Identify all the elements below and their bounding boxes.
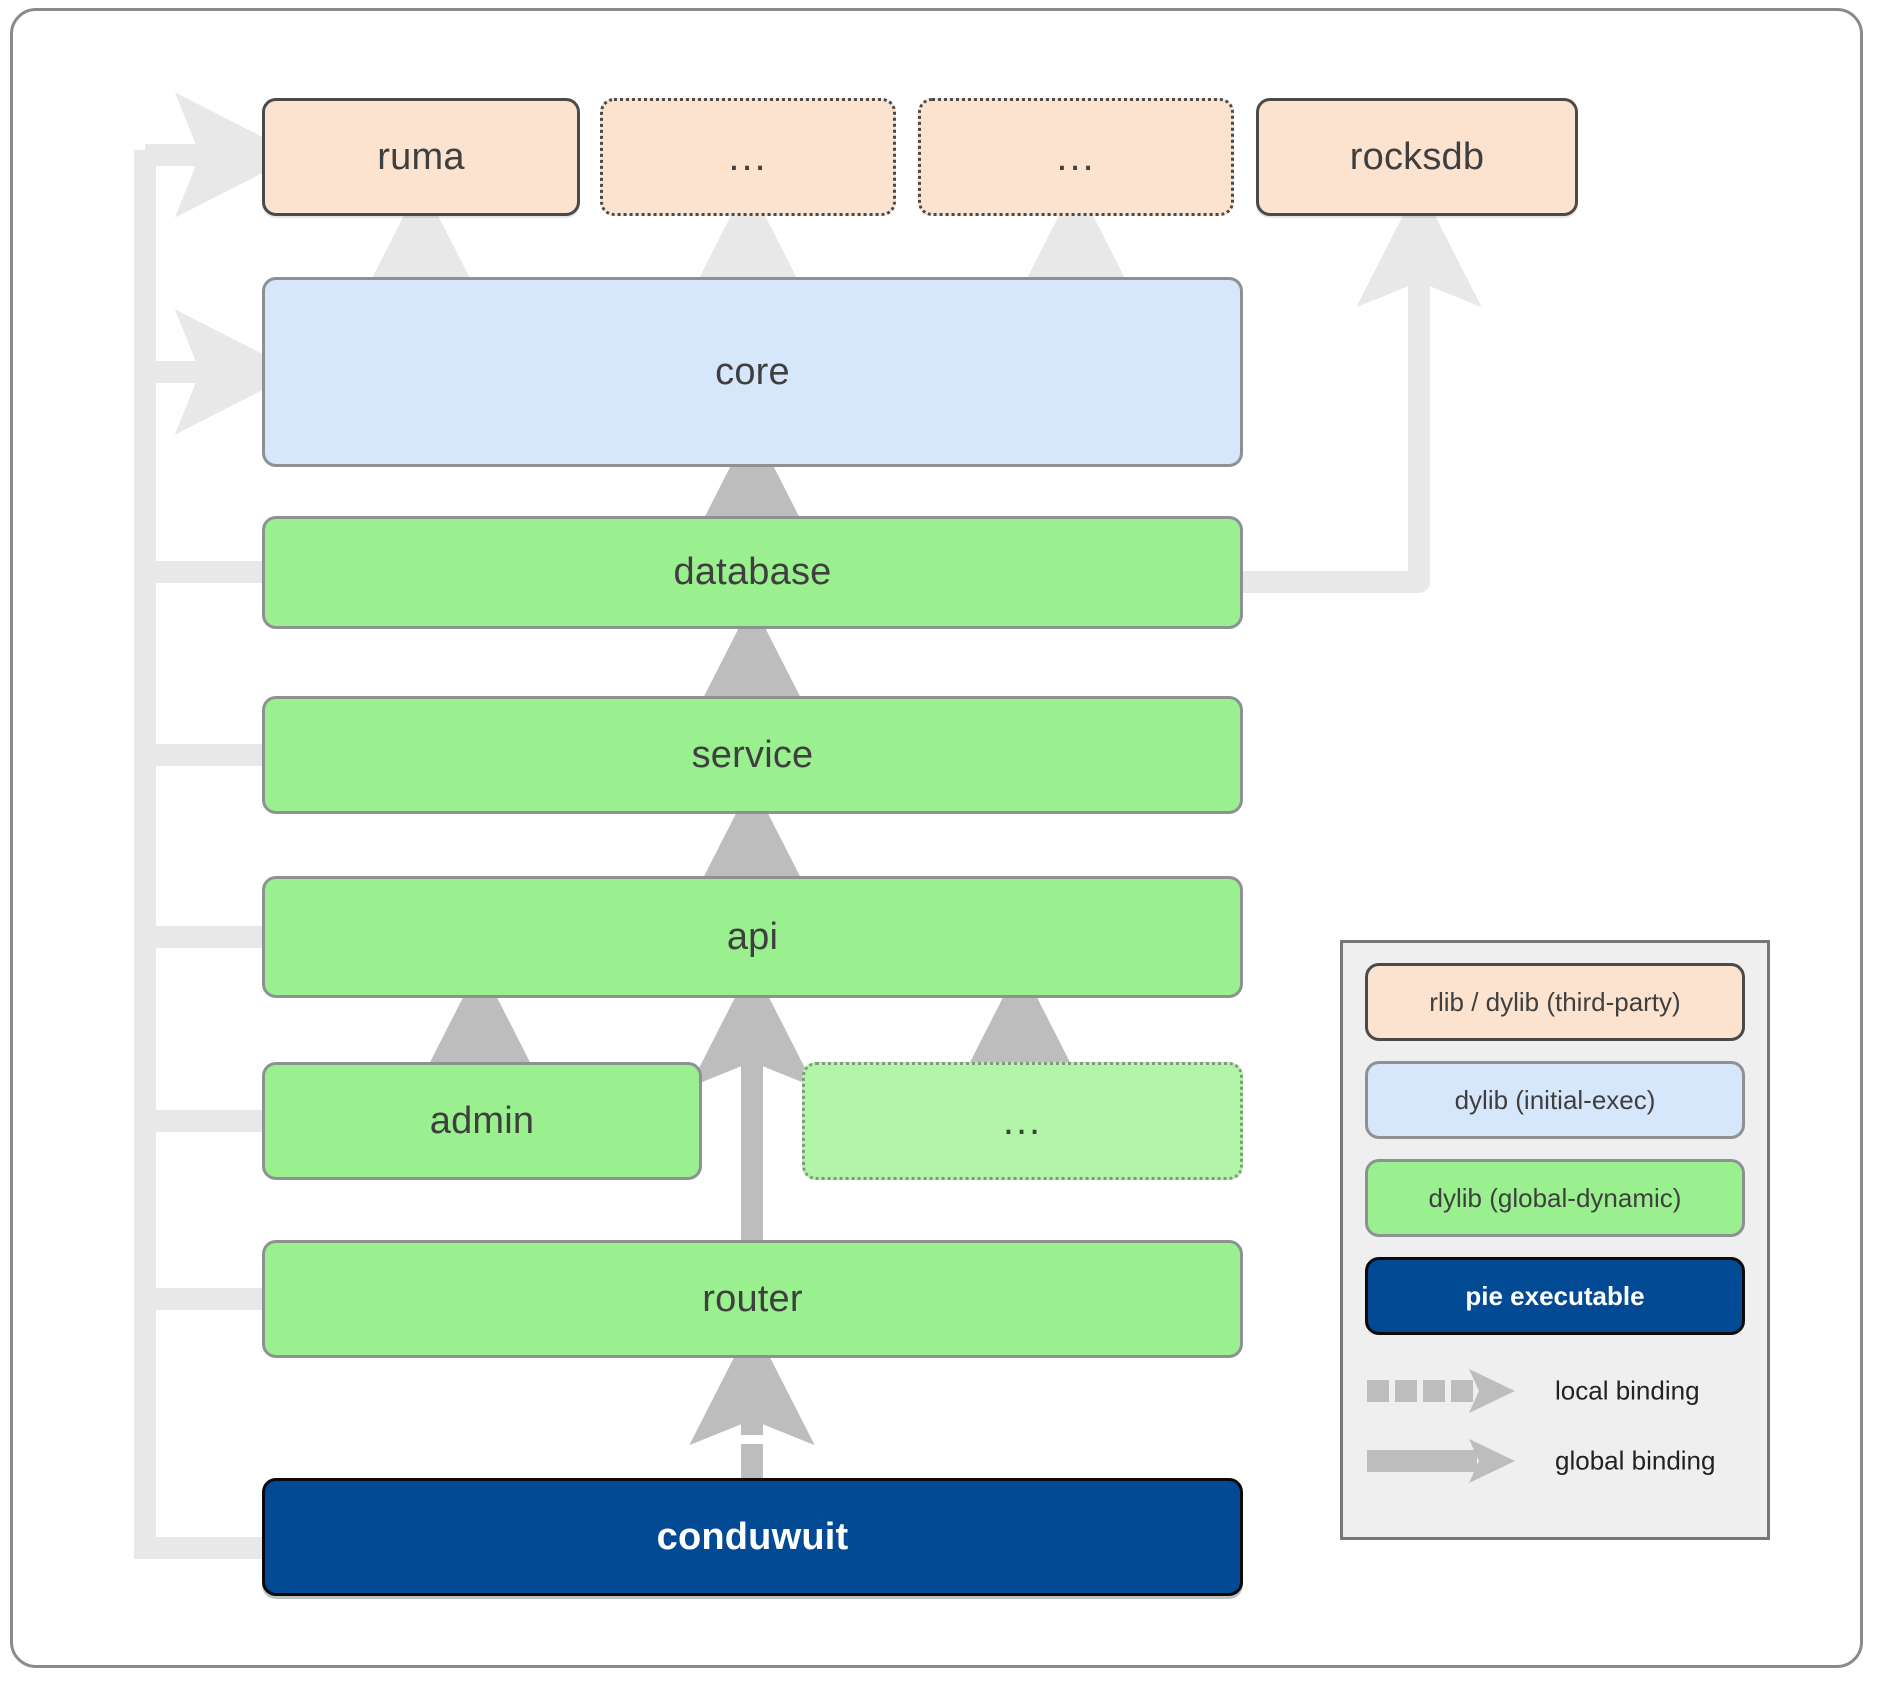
legend-swatch-global-dynamic: dylib (global-dynamic) xyxy=(1365,1159,1745,1237)
node-ellipsis-top-2[interactable]: ... xyxy=(918,98,1234,216)
global-binding-arrow-icon xyxy=(1367,1439,1515,1483)
node-router[interactable]: router xyxy=(262,1240,1243,1358)
node-label: service xyxy=(691,733,814,776)
node-core[interactable]: core xyxy=(262,277,1243,467)
legend-label: dylib (global-dynamic) xyxy=(1428,1182,1682,1213)
node-label: api xyxy=(726,915,779,958)
node-admin[interactable]: admin xyxy=(262,1062,702,1180)
node-label: ... xyxy=(1002,1099,1043,1143)
node-label: ... xyxy=(1056,135,1096,179)
legend-label: rlib / dylib (third-party) xyxy=(1429,986,1681,1017)
legend-row-global-binding: global binding xyxy=(1365,1433,1755,1489)
node-label: ... xyxy=(728,135,768,179)
local-binding-arrow-icon xyxy=(1367,1369,1515,1413)
legend-swatch-third-party: rlib / dylib (third-party) xyxy=(1365,963,1745,1041)
legend-label: pie executable xyxy=(1465,1280,1645,1311)
node-label: conduwuit xyxy=(656,1515,849,1558)
node-service[interactable]: service xyxy=(262,696,1243,814)
node-database[interactable]: database xyxy=(262,516,1243,629)
local-binding-arrows xyxy=(145,92,299,435)
legend-swatch-pie-executable: pie executable xyxy=(1365,1257,1745,1335)
legend-label: dylib (initial-exec) xyxy=(1454,1084,1656,1115)
node-api[interactable]: api xyxy=(262,876,1243,998)
legend-label: global binding xyxy=(1555,1445,1716,1476)
legend-label: local binding xyxy=(1555,1375,1700,1406)
node-label: core xyxy=(715,350,790,393)
node-label: router xyxy=(702,1277,803,1320)
node-rocksdb[interactable]: rocksdb xyxy=(1256,98,1578,216)
node-label: database xyxy=(673,551,832,593)
node-ellipsis-top-1[interactable]: ... xyxy=(600,98,896,216)
node-label: ruma xyxy=(377,135,465,178)
legend-row-local-binding: local binding xyxy=(1365,1363,1755,1419)
node-label: rocksdb xyxy=(1349,135,1485,178)
legend-panel: rlib / dylib (third-party) dylib (initia… xyxy=(1340,940,1770,1540)
node-label: admin xyxy=(429,1099,535,1142)
node-ruma[interactable]: ruma xyxy=(262,98,580,216)
legend-swatch-initial-exec: dylib (initial-exec) xyxy=(1365,1061,1745,1139)
node-conduwuit[interactable]: conduwuit xyxy=(262,1478,1243,1596)
core-to-thirdparty-arrows xyxy=(358,181,1139,306)
node-ellipsis-admin-row[interactable]: ... xyxy=(802,1062,1243,1180)
local-binding-trunk xyxy=(134,150,262,1559)
global-binding-arrows xyxy=(417,423,1083,1240)
database-to-rocksdb xyxy=(1243,183,1482,593)
edge-database-rocksdb xyxy=(1243,183,1482,593)
